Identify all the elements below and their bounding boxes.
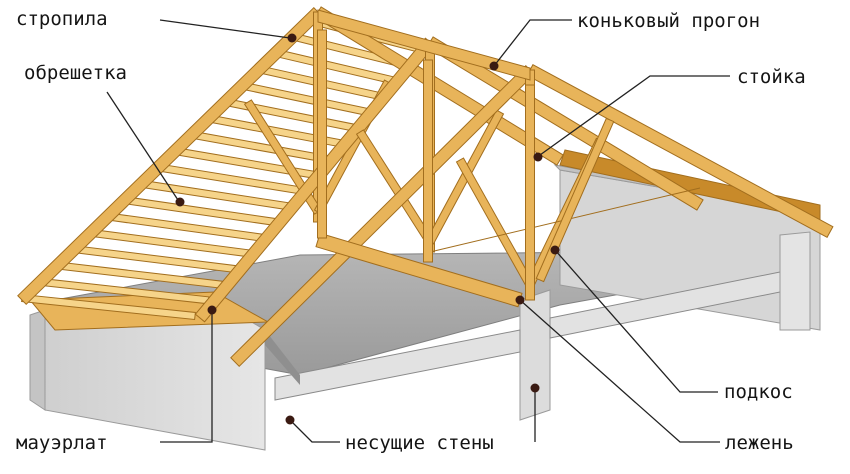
leader-lathing-dot — [175, 197, 185, 207]
rafter-left — [194, 37, 436, 323]
leader-rafters-dot — [287, 33, 297, 43]
sill-beam-edge — [429, 187, 701, 253]
roof-trusses — [17, 6, 834, 368]
label-strut: подкос — [724, 381, 793, 403]
leader-bearing-walls-a — [289, 419, 340, 443]
rafter-left — [17, 6, 323, 306]
callout-leaders — [106, 19, 730, 443]
label-bearing-walls: несущие стены — [345, 432, 494, 454]
leader-lathing — [106, 91, 179, 201]
sill-beam-left — [274, 329, 521, 401]
label-lathing: обрешетка — [24, 62, 127, 84]
leader-post-dot — [533, 152, 543, 162]
leader-bearing-walls-a-dot — [285, 415, 295, 425]
label-post: стойка — [737, 66, 806, 88]
leader-strut-dot — [550, 245, 560, 255]
label-wall-plate: мауэрлат — [16, 432, 108, 454]
rafter-left — [230, 64, 535, 368]
post-middle — [423, 59, 433, 263]
rafter-right — [526, 64, 834, 238]
leader-bearing-walls-b-dot — [530, 383, 540, 393]
post-back — [525, 84, 535, 301]
right-end-column — [779, 231, 811, 331]
leader-ridge-purlin — [493, 19, 572, 67]
slab-edge — [265, 330, 300, 385]
label-ridge-purlin: коньковый прогон — [577, 10, 761, 32]
leader-strut — [554, 249, 718, 393]
leader-wall-plate-dot — [207, 305, 217, 315]
rafter-right — [426, 36, 704, 211]
leader-sill-beam — [519, 299, 720, 443]
post-front — [317, 29, 327, 239]
leader-post — [539, 75, 730, 156]
ridge-purlin-beam — [317, 9, 531, 81]
leader-ridge-purlin-dot — [489, 61, 499, 71]
label-rafters: стропила — [16, 8, 108, 30]
leader-wall-plate — [160, 312, 213, 443]
leader-sill-beam-dot — [515, 295, 525, 305]
label-sill-beam: лежень — [725, 432, 794, 454]
left-wall-side — [29, 309, 46, 411]
strut-right-main — [535, 117, 615, 283]
middle-wall-pier — [519, 289, 551, 421]
leader-rafters — [159, 19, 291, 39]
